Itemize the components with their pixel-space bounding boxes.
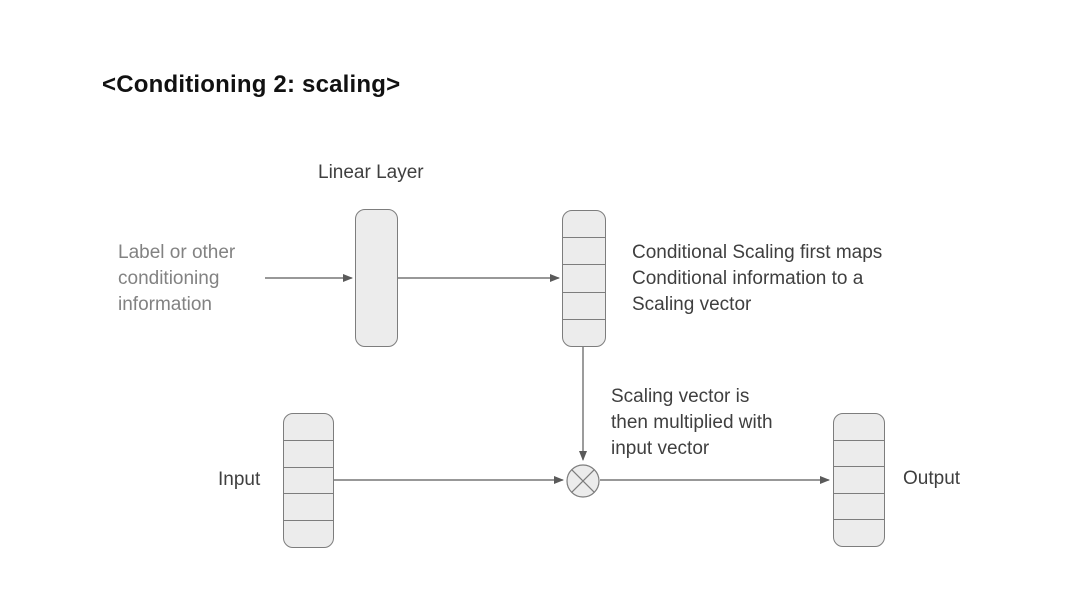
input-vector	[283, 413, 334, 548]
vector-cell	[563, 318, 605, 346]
output-label: Output	[903, 468, 961, 489]
vector-cell	[563, 291, 605, 319]
vector-cell	[284, 414, 333, 440]
vector-cell	[834, 492, 884, 520]
linear-layer-box	[355, 209, 398, 347]
vector-cell	[284, 520, 333, 547]
vector-cell	[284, 493, 333, 520]
vector-cell	[834, 439, 884, 467]
multiply-note: Scaling vector is then multiplied with i…	[611, 386, 773, 459]
vector-cell	[563, 264, 605, 291]
multiply-icon	[566, 464, 600, 498]
scaling-note: Conditional Scaling first maps Condition…	[632, 242, 883, 315]
scaling-vector	[562, 210, 606, 347]
vector-cell	[284, 439, 333, 467]
vector-cell	[563, 211, 605, 237]
linear-layer-label: Linear Layer	[318, 162, 424, 183]
vector-cell	[563, 237, 605, 264]
output-vector	[833, 413, 885, 547]
vector-cell	[834, 519, 884, 546]
vector-cell	[284, 466, 333, 494]
vector-cell	[834, 466, 884, 493]
input-label: Input	[218, 469, 261, 490]
conditioning-input-label: Label or other conditioning information	[118, 242, 236, 315]
slide-title: <Conditioning 2: scaling>	[102, 71, 401, 98]
vector-cell	[834, 414, 884, 440]
